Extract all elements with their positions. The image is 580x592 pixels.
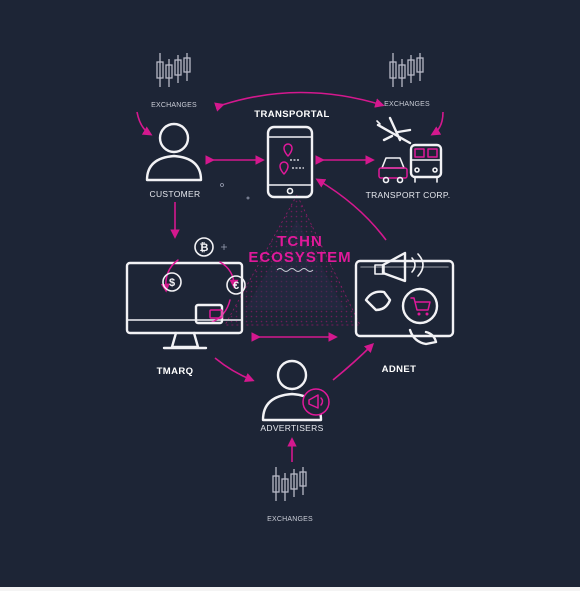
transport-icons (376, 116, 443, 184)
connection-arrows (136, 91, 444, 462)
customer-label: CUSTOMER (150, 189, 201, 199)
hand-icon (364, 290, 392, 312)
shopping-cart-icon (401, 287, 439, 346)
arrow-exchanges-transport (430, 111, 444, 136)
advertisers-label: ADVERTISERS (260, 423, 323, 433)
monitor-icon (125, 261, 244, 350)
customer-person-icon (145, 122, 203, 182)
transport-corp-label: TRANSPORT CORP. (366, 190, 451, 200)
currency-cycle (160, 259, 239, 323)
exchanges-label-top-right: EXCHANGES (384, 101, 430, 108)
arrow-adnet-transportal (315, 178, 387, 241)
sparkle-decorations (220, 183, 250, 250)
ecosystem-title-line2: ECOSYSTEM (248, 249, 351, 266)
wave-decoration (276, 268, 314, 272)
svg-text:$: $ (169, 277, 175, 289)
megaphone-badge-icon (302, 388, 330, 416)
candlestick-chart-icon (156, 53, 191, 87)
ecosystem-title-line1: TCHN (277, 233, 323, 250)
mobile-phone-icon (266, 125, 314, 199)
wallet-icon (194, 303, 224, 325)
arrow-tmarq-advertisers (214, 357, 255, 382)
arrow-exchanges-top (214, 91, 385, 112)
svg-text:₿: ₿ (200, 242, 209, 254)
airplane-icon (376, 116, 412, 145)
bottom-strip (0, 587, 580, 591)
adnet-label: ADNET (382, 364, 417, 375)
dollar-icon: $ (162, 272, 182, 292)
bus-icon (409, 143, 443, 183)
arrow-advertisers-adnet (332, 342, 375, 381)
exchanges-label-top-left: EXCHANGES (151, 102, 197, 109)
bitcoin-icon: ₿ (194, 237, 214, 257)
arrow-exchanges-customer (136, 111, 153, 136)
euro-icon: € (226, 275, 246, 295)
candlestick-chart-icon (389, 53, 424, 87)
tmarq-label: TMARQ (157, 366, 194, 377)
transportal-label: TRANSPORTAL (254, 109, 329, 120)
megaphone-icon (374, 251, 424, 283)
exchanges-label-bottom: EXCHANGES (267, 516, 313, 523)
car-icon (378, 157, 408, 184)
central-triangle (224, 194, 361, 326)
svg-text:€: € (233, 280, 239, 292)
candlestick-chart-icon (272, 467, 307, 501)
